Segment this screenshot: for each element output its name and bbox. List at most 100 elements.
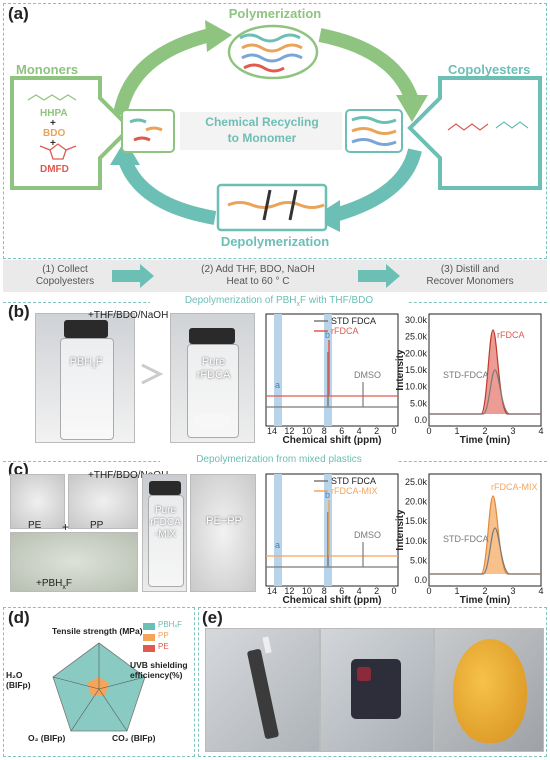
hplc-b-xticks-label: 2 [482,426,487,436]
panel-d-frame [3,607,195,757]
panel-b-label: (b) [8,302,30,321]
polymerization-title: Polymerization [228,6,322,21]
nmr-c-legend-r: rFDCA-MIX [331,486,378,496]
hplc-b-yticks-label: 0.0 [414,415,427,425]
bdo-label: BDO [43,128,66,139]
section-b-title-sub: x [296,301,301,308]
nmr-c-xlabel: Chemical shift (ppm) [283,595,382,605]
nmr-b-dmso-label: DMSO [354,370,381,380]
panel-e-label: (e) [202,608,223,627]
nmr-c-dmso-label: DMSO [354,530,381,540]
step-arrow-2 [358,264,400,288]
packaging-photo-3 [434,628,544,752]
vial-b1-label-main: PBH [69,356,93,368]
radar-axis-2 [98,676,146,690]
radar-axis-3 [98,688,128,732]
pe-photo [10,474,65,529]
monomers-block-arrow [10,76,133,190]
hplc-c-label-top: rFDCA-MIX [491,482,538,492]
panel-a-label: (a) [8,4,29,23]
step-3-text: (3) Distill and Recover Monomers [426,264,514,287]
glue-cap-icon [262,636,272,654]
copolyesters-block-arrow [407,76,542,190]
center-title: Chemical Recycling to Monomer [205,115,319,145]
reagent-label-b: +THF/BDO/NaOH [88,310,169,321]
nmr-c-xticks-label: 8 [322,586,327,596]
vial-body-b1 [60,338,114,440]
arrow-b [141,363,164,385]
legend-label-pbhxf: PBHₓF [158,620,182,629]
hplc-b-yticks-label: 25.0k [405,332,428,342]
hplc-c-yticks-label: 10.0k [405,536,428,546]
section-b-title-end: F with THF/BDO [300,295,374,306]
section-c-title: Depolymerization from mixed plastics [160,454,398,465]
radar-chart-d [52,623,155,732]
cycle-arrowhead-top-left [205,20,232,52]
hplc-b-yticks-label: 15.0k [405,365,428,375]
steps-band [3,260,547,292]
pe-pp-photo: PE+PP [190,474,256,592]
nmr-b-xticks-label: 4 [357,426,362,436]
copolyester-glyph-icon [351,116,397,146]
hhpa-structure-icon [27,94,77,101]
hplc-c-yticks-label: 20.0k [405,497,428,507]
reagent-label-c: +THF/BDO/NaOH [88,470,169,481]
copolyester-structure-icon [447,121,529,131]
cycle-arrow-bottom-left [118,157,217,225]
hplc-b-label-bottom: STD-FDCA [443,370,489,380]
mango-icon [453,639,527,743]
hplc-c-xticks-label: 4 [538,586,543,596]
step-arrow-1 [112,264,154,288]
nmr-b-xticks-label: 6 [339,426,344,436]
dmfd-structure-icon [39,143,77,160]
hplc-b-yticks-label: 10.0k [405,382,428,392]
panel-a-diagram [10,20,542,232]
monomer-mini-box [121,109,175,153]
nmr-b-legend-r: rFDCA [331,326,359,336]
vial-b1-label-sub: x [92,363,96,371]
nmr-c-xticks-label: 0 [391,586,396,596]
pbhxf-photo [10,532,138,592]
radar-label-co2: CO₂ (BIFp) [112,733,156,743]
radar-label-uvb: UVB shielding efficiency(%) [130,660,188,680]
monomers-title: Mononers [16,62,79,77]
pe-pp-label: PE+PP [206,515,242,527]
vial-b1-label-end: F [95,356,103,368]
hplc-b-trace-std [429,369,541,415]
vial-photo-b2: Pure rFDCA [170,313,255,443]
hplc-b-yticks-label: 5.0k [410,398,428,408]
copolyesters-title: Copolyesters [448,62,531,77]
nmr-b-xticks-label: 2 [374,426,379,436]
nmr-c-xticks-label: 10 [302,586,312,596]
nmr-c-legend-std: STD FDCA [331,476,376,486]
hplc-c-xticks-label: 1 [454,586,459,596]
cycle-arrow-bottom-right [333,148,422,222]
hplc-b-xticks-label: 1 [454,426,459,436]
hhpa-label: HHPA [40,108,68,119]
hplc-c-yticks-label: 5.0k [410,555,428,565]
nmr-b-xticks-label: 10 [302,426,312,436]
glue-tube-icon [246,648,280,740]
nmr-c-xticks-label: 4 [357,586,362,596]
hplc-c-label-bottom: STD-FDCA [443,534,489,544]
legend-swatch-pbhxf [143,623,155,630]
nmr-b-xlabel: Chemical shift (ppm) [283,435,382,445]
nmr-c-peak-label-b: b [325,490,330,500]
section-b-title: Depolymerization of PBHxF with THF/BDO [150,295,408,308]
hplc-c-xticks-label: 0 [426,586,431,596]
radar-pp-area [87,677,109,695]
panel-a-frame [3,3,547,259]
hplc-b-xticks-label: 3 [510,426,515,436]
hplc-c-yticks-label: 25.0k [405,477,428,487]
panel-e-frame [198,607,547,757]
legend-swatch-pe [143,645,155,652]
nmr-c-peak-label-a: a [275,540,280,550]
packaging-photo-1 [205,628,320,752]
vial-c-label: Pure rFDCA -MIX [150,505,181,540]
hplc-chart-c: rFDCA-MIX STD-FDCA 0.05.0k10.0k15.0k20.0… [395,473,544,605]
